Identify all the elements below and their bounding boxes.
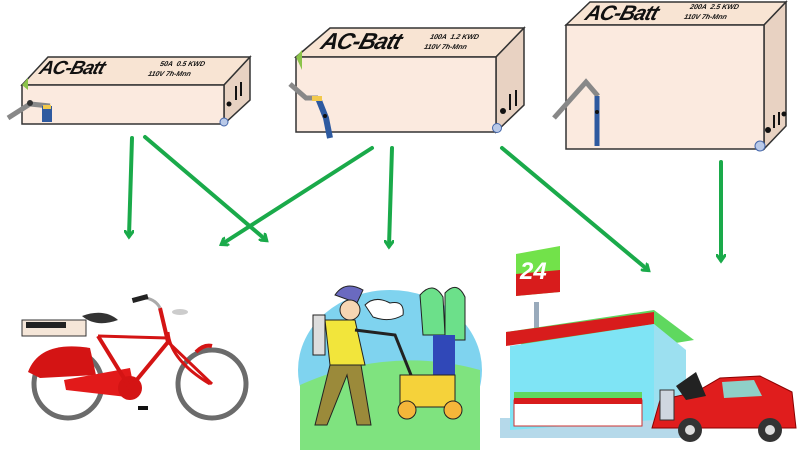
- store-sign-24: 24: [520, 258, 547, 285]
- arrow-medium-to-store: [500, 146, 648, 270]
- bicycle-illustration: [0, 280, 260, 440]
- arrow-small-to-bicycle: [129, 136, 132, 236]
- bicycle-icon: [21, 293, 249, 421]
- arrow-medium-to-lawnmower: [389, 146, 392, 246]
- convenience-store-illustration: 24: [500, 240, 800, 450]
- battery-box-small-graphic: [6, 55, 252, 127]
- battery-box-medium-graphic: [288, 26, 526, 139]
- car-icon: [651, 372, 797, 442]
- battery-large: AC-Batt 200A 2.5 KWD 110V 7h-Mnn: [0, 0, 800, 160]
- battery-large-brand: AC-Batt: [582, 2, 662, 25]
- battery-large-spec-line2: 110V 7h-Mnn: [683, 14, 728, 21]
- battery-small: AC-Batt 50A 0.5 KWD 110V 7h-Mnn: [0, 0, 260, 140]
- battery-medium: AC-Batt 100A 1.2 KWD 110V 7h-Mnn: [0, 0, 540, 150]
- battery-large-spec-line1: 200A 2.5 KWD: [689, 4, 740, 11]
- lawn-mower-illustration: [295, 275, 485, 450]
- arrow-small-to-lawnmower: [143, 135, 266, 240]
- store-building-icon: [500, 246, 694, 438]
- lawn-mower-icon: [298, 285, 482, 450]
- arrow-medium-to-bicycle: [222, 146, 374, 244]
- battery-box-large-graphic: [552, 0, 788, 152]
